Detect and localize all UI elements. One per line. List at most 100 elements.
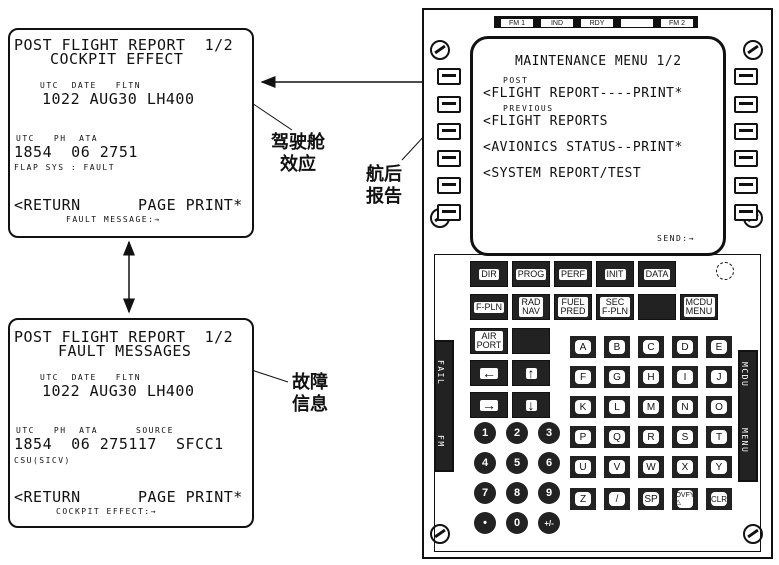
label-cockpit-effect: 驾驶舱 效应 [271, 132, 325, 175]
key-z[interactable]: Z [570, 488, 596, 510]
key-b[interactable]: B [604, 336, 630, 358]
key-2[interactable]: 2 [506, 422, 528, 444]
menu-avionics-status[interactable]: <AVIONICS STATUS--PRINT* [483, 140, 683, 155]
footer-link[interactable]: COCKPIT EFFECT:→ [56, 507, 158, 516]
key-fuel-pred[interactable]: FUEL PRED [554, 294, 592, 320]
key-6[interactable]: 6 [538, 452, 560, 474]
key-airport[interactable]: AIR PORT [470, 328, 508, 354]
key-n[interactable]: N [672, 396, 698, 418]
key-overfly[interactable]: OVFY △ [672, 488, 698, 510]
fault-messages-screen: POST FLIGHT REPORT 1/2 FAULT MESSAGES UT… [8, 318, 254, 528]
lsk-6r[interactable] [734, 204, 758, 221]
key-blank-2[interactable] [512, 328, 550, 354]
key-q[interactable]: Q [604, 426, 630, 448]
return-option[interactable]: <RETURN [14, 196, 81, 214]
lsk-4l[interactable] [437, 150, 461, 167]
annunciator-ind: IND [540, 18, 574, 28]
key-e[interactable]: E [706, 336, 732, 358]
key-space[interactable]: SP [638, 488, 664, 510]
lsk-4r[interactable] [734, 150, 758, 167]
key-3[interactable]: 3 [538, 422, 560, 444]
page-print-option[interactable]: PAGE PRINT* [138, 488, 243, 506]
key-sec-f-pln[interactable]: SEC F-PLN [596, 294, 634, 320]
key-prog[interactable]: PROG [512, 261, 550, 287]
key-clr[interactable]: CLR [706, 488, 732, 510]
key-j[interactable]: J [706, 366, 732, 388]
key-1[interactable]: 1 [474, 422, 496, 444]
lsk-5l[interactable] [437, 177, 461, 194]
header-row: UTC DATE FLTN [40, 81, 142, 90]
key-s[interactable]: S [672, 426, 698, 448]
key-arrow-down[interactable]: ↓ [512, 392, 550, 418]
key-r[interactable]: R [638, 426, 664, 448]
key-7[interactable]: 7 [474, 482, 496, 504]
fault-message: FLAP SYS : FAULT [14, 163, 116, 172]
lsk-2r[interactable] [734, 96, 758, 113]
header-row-2: UTC PH ATA [16, 134, 99, 143]
key-x[interactable]: X [672, 456, 698, 478]
brightness-knob[interactable] [716, 262, 734, 280]
key-plus-minus[interactable]: +/- [538, 512, 560, 534]
menu-system-report[interactable]: <SYSTEM REPORT/TEST [483, 166, 642, 181]
footer-link[interactable]: FAULT MESSAGE:→ [66, 215, 161, 224]
key-y[interactable]: Y [706, 456, 732, 478]
key-p[interactable]: P [570, 426, 596, 448]
screw-icon [430, 40, 450, 60]
key-arrow-left[interactable]: ← [470, 360, 508, 386]
key-f[interactable]: F [570, 366, 596, 388]
lsk-5r[interactable] [734, 177, 758, 194]
key-m[interactable]: M [638, 396, 664, 418]
label-fault-messages: 故障 信息 [292, 372, 328, 415]
key-rad-nav[interactable]: RAD NAV [512, 294, 550, 320]
key-0[interactable]: 0 [506, 512, 528, 534]
key-mcdu-menu[interactable]: MCDU MENU [680, 294, 718, 320]
key-init[interactable]: INIT [596, 261, 634, 287]
annunciator-fm2: FM 2 [660, 18, 694, 28]
send-option[interactable]: SEND:→ [657, 234, 695, 243]
key-9[interactable]: 9 [538, 482, 560, 504]
key-o[interactable]: O [706, 396, 732, 418]
key-k[interactable]: K [570, 396, 596, 418]
key-arrow-right[interactable]: → [470, 392, 508, 418]
menu-label: MENU [740, 428, 749, 454]
key-c[interactable]: C [638, 336, 664, 358]
value-row-2: 1854 06 275117 SFCC1 [14, 435, 224, 453]
return-option[interactable]: <RETURN [14, 488, 81, 506]
key-u[interactable]: U [570, 456, 596, 478]
key-decimal[interactable]: • [474, 512, 496, 534]
key-l[interactable]: L [604, 396, 630, 418]
key-a[interactable]: A [570, 336, 596, 358]
lsk-1l[interactable] [437, 68, 461, 85]
lsk-3l[interactable] [437, 123, 461, 140]
key-w[interactable]: W [638, 456, 664, 478]
key-arrow-up[interactable]: ↑ [512, 360, 550, 386]
lsk-6l[interactable] [437, 204, 461, 221]
mcdu-display: MAINTENANCE MENU 1/2 POST <FLIGHT REPORT… [470, 36, 726, 256]
mcdu-label: MCDU [740, 362, 749, 388]
key-f-pln[interactable]: F-PLN [470, 294, 508, 320]
screen-title: POST FLIGHT REPORT 1/2 [14, 36, 234, 54]
key-t[interactable]: T [706, 426, 732, 448]
key-blank[interactable] [638, 294, 676, 320]
key-v[interactable]: V [604, 456, 630, 478]
key-slash[interactable]: / [604, 488, 630, 510]
lsk-2l[interactable] [437, 96, 461, 113]
key-d[interactable]: D [672, 336, 698, 358]
key-dir[interactable]: DIR [470, 261, 508, 287]
label-post-flight-report: 航后 报告 [366, 164, 402, 207]
key-i[interactable]: I [672, 366, 698, 388]
menu-previous-reports[interactable]: <FLIGHT REPORTS [483, 114, 608, 129]
key-4[interactable]: 4 [474, 452, 496, 474]
key-g[interactable]: G [604, 366, 630, 388]
key-8[interactable]: 8 [506, 482, 528, 504]
lsk-1r[interactable] [734, 68, 758, 85]
key-5[interactable]: 5 [506, 452, 528, 474]
lsk-3r[interactable] [734, 123, 758, 140]
key-perf[interactable]: PERF [554, 261, 592, 287]
key-data[interactable]: DATA [638, 261, 676, 287]
annunciator-blank [620, 18, 654, 28]
menu-flight-report[interactable]: <FLIGHT REPORT----PRINT* [483, 86, 683, 101]
page-print-option[interactable]: PAGE PRINT* [138, 196, 243, 214]
display-small-post: POST [503, 76, 529, 85]
key-h[interactable]: H [638, 366, 664, 388]
